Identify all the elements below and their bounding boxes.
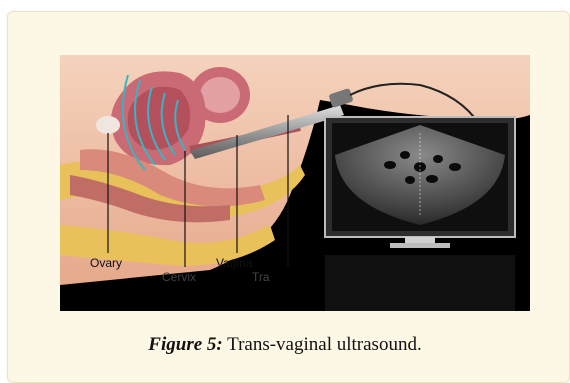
figure-caption: Figure 5: Trans-vaginal ultrasound. — [0, 334, 570, 356]
ovary-shape — [96, 116, 120, 134]
label-ovary: Ovary — [90, 256, 122, 270]
bladder-inner — [200, 77, 240, 113]
label-cervix: Cervix — [162, 270, 196, 284]
monitor-reflection — [325, 255, 515, 311]
figure-image: Ovary Cervix Vagina Tra — [60, 55, 530, 311]
caption-text: Trans-vaginal ultrasound. — [223, 334, 422, 355]
ultrasound-illustration: Ovary Cervix Vagina Tra — [60, 55, 530, 311]
monitor — [325, 117, 515, 248]
label-transducer: Tra — [252, 270, 270, 284]
label-vagina: Vagina — [216, 256, 253, 270]
caption-label: Figure 5: — [148, 334, 222, 355]
